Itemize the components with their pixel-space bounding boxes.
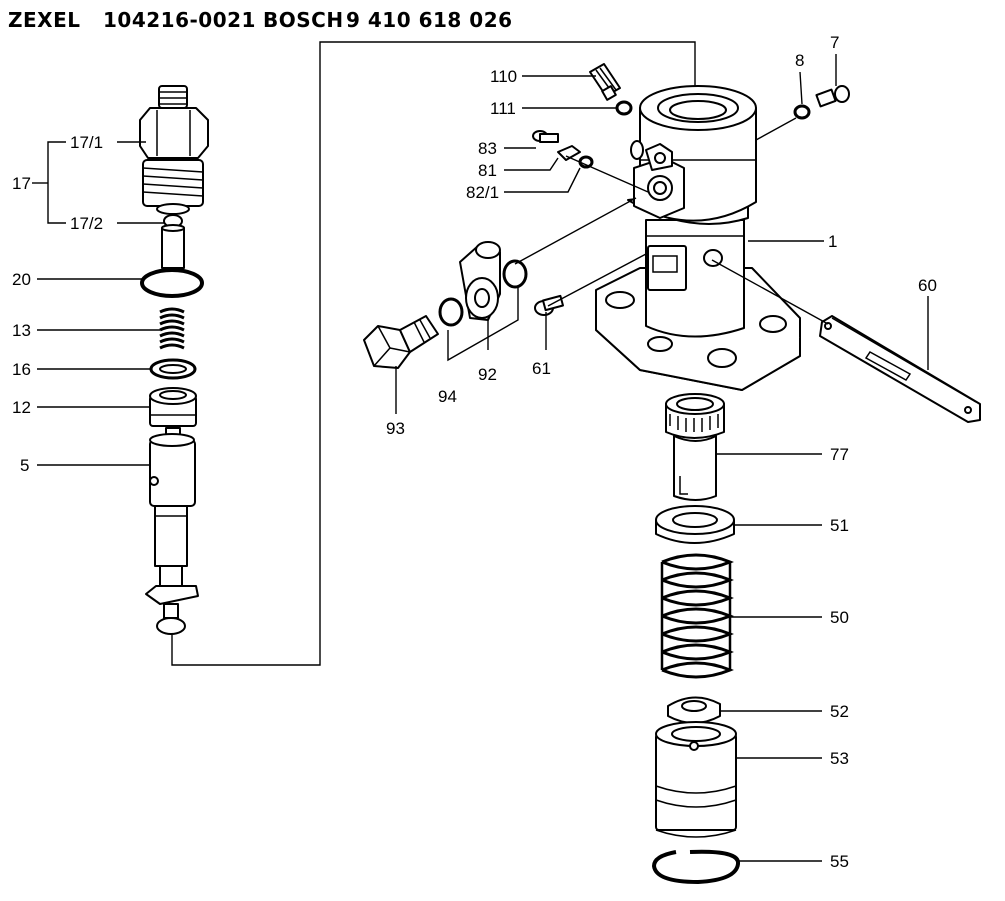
- leader-60-to-body: [711, 259, 829, 325]
- leader-banjo-to-body: [514, 197, 637, 265]
- label-52: 52: [830, 702, 849, 721]
- label-20: 20: [12, 270, 31, 289]
- label-77: 77: [830, 445, 849, 464]
- label-61: 61: [532, 359, 551, 378]
- banjo-washer-upper-drawing: [502, 259, 528, 289]
- valve-seat-drawing: [149, 387, 197, 427]
- plunger-spring-drawing: [660, 553, 734, 679]
- label-92: 92: [478, 365, 497, 384]
- washer-8-drawing: [793, 104, 811, 120]
- label-60: 60: [918, 276, 937, 295]
- label-17-2: 17/2: [70, 214, 103, 233]
- leader-61-to-body: [547, 253, 647, 307]
- header-brand-bosch: BOSCH: [263, 8, 344, 32]
- label-1: 1: [828, 232, 837, 251]
- delivery-valve-stem-drawing: [161, 214, 185, 269]
- pump-housing-drawing: [595, 85, 801, 391]
- lower-spring-seat-drawing: [667, 696, 721, 724]
- o-ring-drawing: [140, 268, 204, 298]
- washer-hole-drawing: [159, 364, 187, 374]
- header-bosch-part-number: 9 410 618 026: [346, 8, 513, 32]
- label-13: 13: [12, 321, 31, 340]
- label-111: 111: [490, 99, 516, 118]
- plunger-drawing: [145, 427, 199, 635]
- clip-81-drawing: [557, 145, 581, 161]
- leader-94-92-bracket: [447, 286, 519, 362]
- leader-8-to-body: [755, 117, 797, 141]
- label-82-1: 82/1: [466, 183, 499, 202]
- label-16: 16: [12, 360, 31, 379]
- upper-spring-seat-drawing: [655, 505, 735, 544]
- control-sleeve-drawing: [665, 393, 725, 501]
- label-50: 50: [830, 608, 849, 627]
- label-55: 55: [830, 852, 849, 871]
- leader-82-1: [504, 167, 581, 193]
- label-110: 110: [490, 67, 517, 86]
- label-83: 83: [478, 139, 497, 158]
- label-93: 93: [386, 419, 405, 438]
- label-12: 12: [12, 398, 31, 417]
- label-53: 53: [830, 749, 849, 768]
- label-94: 94: [438, 387, 457, 406]
- banjo-fitting-drawing: [459, 241, 501, 321]
- label-17: 17: [12, 174, 31, 193]
- screw-83-drawing: [532, 130, 559, 143]
- banjo-washer-94-drawing: [438, 297, 464, 327]
- label-51: 51: [830, 516, 849, 535]
- spring-small-drawing: [159, 307, 185, 350]
- label-8: 8: [795, 51, 804, 70]
- assembly-path-line: [171, 41, 696, 666]
- label-5: 5: [20, 456, 29, 475]
- leader-81-to-body: [565, 155, 649, 193]
- snap-ring-drawing: [651, 849, 740, 885]
- label-17-1: 17/1: [70, 133, 103, 152]
- label-7: 7: [830, 33, 839, 52]
- bleed-washer-drawing: [615, 100, 633, 116]
- delivery-valve-holder-drawing: [139, 85, 209, 215]
- leader-8: [799, 71, 803, 105]
- screw-7-drawing: [815, 85, 850, 108]
- header-zexel-part-number: 104216-0021: [103, 8, 256, 32]
- bleed-screw-drawing: [589, 63, 621, 101]
- bracket-17: [47, 141, 66, 224]
- header-brand-zexel: ZEXEL: [8, 8, 81, 32]
- tappet-drawing: [655, 721, 737, 838]
- label-81: 81: [478, 161, 497, 180]
- control-rod-drawing: [819, 315, 981, 423]
- leader-81: [504, 157, 559, 171]
- banjo-bolt-drawing: [363, 315, 439, 369]
